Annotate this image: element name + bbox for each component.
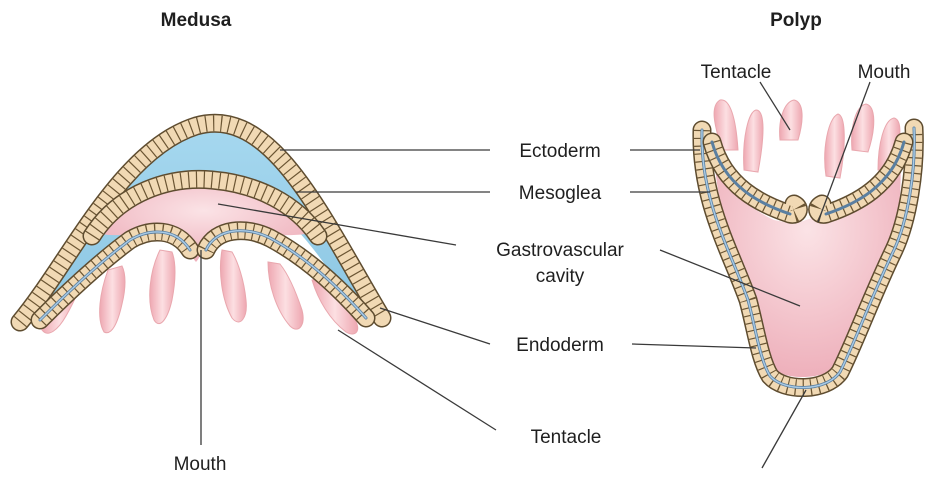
polyp-tentacles	[714, 100, 900, 178]
polyp-title: Polyp	[770, 10, 822, 31]
label-ectoderm: Ectoderm	[519, 141, 600, 162]
leader-polyp-endoderm	[632, 344, 756, 348]
medusa-title: Medusa	[161, 10, 232, 31]
medusa-figure: Medusa	[18, 10, 382, 334]
label-gastrovascular-line1: Gastrovascular	[496, 240, 624, 261]
leader-medusa-tentacle	[338, 330, 496, 430]
leader-medusa-endoderm	[380, 308, 490, 344]
leader-polyp-base	[762, 390, 806, 468]
label-gastrovascular-line2: cavity	[536, 266, 585, 287]
label-tentacle: Tentacle	[531, 427, 602, 448]
label-polyp-tentacle: Tentacle	[701, 62, 772, 83]
label-medusa-mouth: Mouth	[174, 454, 227, 475]
label-endoderm: Endoderm	[516, 335, 604, 356]
label-mesoglea: Mesoglea	[519, 183, 602, 204]
label-polyp-mouth: Mouth	[858, 62, 911, 83]
